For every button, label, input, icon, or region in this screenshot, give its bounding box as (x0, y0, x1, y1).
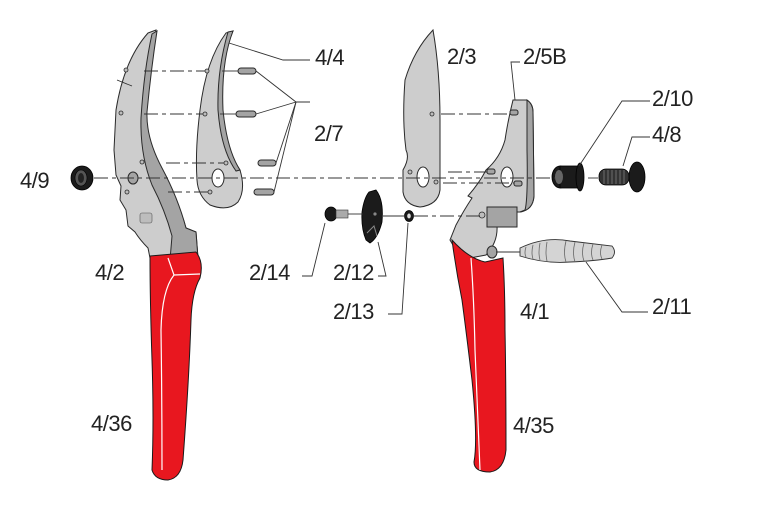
callout-2-7: 2/7 (314, 121, 344, 146)
upper-handle-cover (451, 238, 507, 473)
callout-2-12: 2/12 (333, 260, 374, 285)
rivets (235, 67, 277, 196)
callout-4-8: 4/8 (652, 122, 682, 147)
callout-4-2: 4/2 (95, 260, 125, 285)
lower-handle-cover (149, 251, 202, 481)
bolt (598, 161, 646, 193)
callout-2-13: 2/13 (333, 299, 374, 324)
callout-2-5b: 2/5B (523, 44, 567, 69)
small-screw (324, 206, 349, 222)
callout-2-11: 2/11 (652, 294, 692, 319)
anvil-blade (195, 30, 244, 209)
callout-4-9: 4/9 (20, 168, 50, 193)
sap-groove-plate (361, 189, 383, 244)
bushing (551, 162, 585, 192)
callout-2-14: 2/14 (249, 260, 290, 285)
callout-4-36: 4/36 (91, 411, 132, 436)
callout-4-35: 4/35 (513, 413, 554, 438)
callout-2-3: 2/3 (447, 44, 477, 69)
spring (519, 239, 615, 263)
callout-4-4: 4/4 (315, 45, 345, 70)
leader-lines (228, 42, 650, 315)
callout-2-10: 2/10 (652, 86, 693, 111)
upper-handle-assembly (449, 99, 535, 473)
lock-nut (70, 165, 94, 191)
washer (404, 210, 414, 222)
lower-handle-assembly (113, 29, 202, 481)
callout-4-1: 4/1 (520, 299, 550, 324)
cutting-blade (402, 28, 441, 208)
assembly-lines (94, 70, 598, 253)
